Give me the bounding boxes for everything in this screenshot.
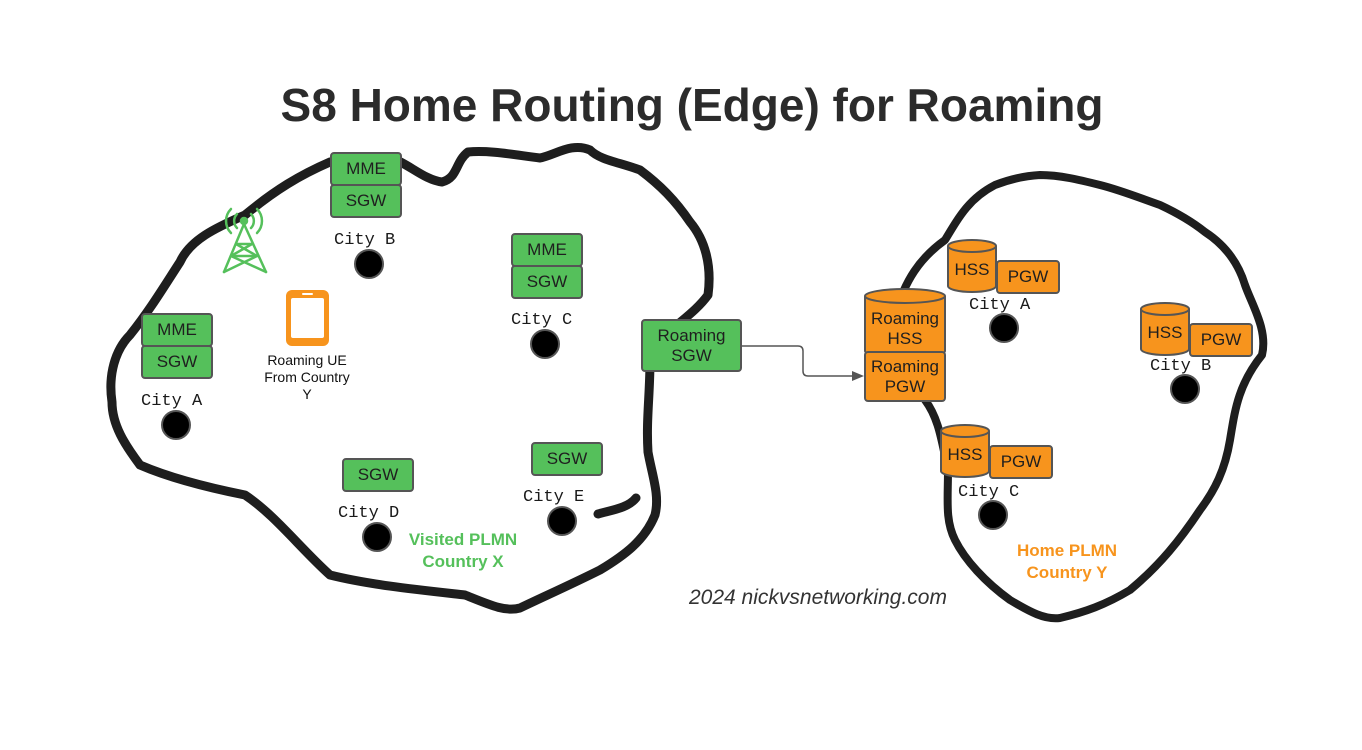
visited-city-b-marker	[354, 249, 384, 279]
roaming-hss-cylinder-icon	[864, 288, 946, 359]
sgw-city-d: SGW	[342, 458, 414, 492]
roaming-pgw-line2: PGW	[884, 376, 926, 396]
hss-city-a-cylinder-icon	[947, 239, 997, 293]
roaming-ue-line2: From Country	[264, 369, 350, 385]
hss-city-b-cylinder-icon	[1140, 302, 1190, 356]
pgw-city-c: PGW	[989, 445, 1053, 479]
visited-country-outline	[106, 142, 714, 614]
sgw-city-a: SGW	[141, 345, 213, 379]
roaming-sgw-line2: SGW	[671, 345, 712, 365]
visited-city-d-marker	[362, 522, 392, 552]
roaming-hss-line2: HSS	[887, 329, 923, 348]
smartphone-icon	[286, 290, 329, 346]
roaming-hss: Roaming HSS	[864, 304, 946, 354]
mme-city-b: MME	[330, 152, 402, 186]
visited-city-d-label: City D	[338, 504, 400, 523]
hss-city-c: HSS	[947, 445, 983, 464]
home-city-a-marker	[989, 313, 1019, 343]
roaming-ue-line3: Y	[302, 386, 312, 402]
page-title: S8 Home Routing (Edge) for Roaming	[280, 79, 1104, 131]
credit-text: 2024 nickvsnetworking.com	[689, 586, 947, 609]
visited-plmn-line2: Country X	[422, 552, 504, 571]
home-city-c-label: City C	[958, 483, 1020, 502]
visited-city-c-label: City C	[511, 311, 573, 330]
roaming-ue-line1: Roaming UE	[267, 352, 347, 368]
hss-city-c-cylinder-icon	[940, 424, 990, 478]
arrow-head	[852, 371, 864, 381]
sgw-city-e: SGW	[531, 442, 603, 476]
pgw-city-a: PGW	[996, 260, 1060, 294]
visited-country-coast-fragment	[593, 493, 641, 519]
mme-city-c: MME	[511, 233, 583, 267]
hss-city-b: HSS	[1147, 323, 1183, 342]
visited-city-a-label: City A	[141, 392, 203, 411]
roaming-pgw-line1: Roaming	[870, 356, 940, 376]
visited-city-b-label: City B	[334, 231, 396, 250]
roaming-ue-label: Roaming UE From Country Y	[252, 352, 362, 403]
visited-plmn-label: Visited PLMN Country X	[393, 529, 533, 573]
home-plmn-label: Home PLMN Country Y	[997, 540, 1137, 584]
visited-plmn-line1: Visited PLMN	[408, 530, 518, 549]
roaming-sgw-line1: Roaming	[657, 325, 726, 345]
roaming-hss-line1: Roaming	[870, 309, 940, 328]
mme-city-a: MME	[141, 313, 213, 347]
visited-city-e-marker	[547, 506, 577, 536]
cell-tower-icon	[222, 207, 268, 274]
home-city-b-label: City B	[1150, 357, 1212, 376]
pgw-city-b: PGW	[1189, 323, 1253, 357]
home-city-a-label: City A	[969, 296, 1031, 315]
visited-city-c-marker	[530, 329, 560, 359]
home-city-b-marker	[1170, 374, 1200, 404]
home-city-c-marker	[978, 500, 1008, 530]
home-plmn-line2: Country Y	[1026, 563, 1108, 582]
hss-city-a: HSS	[954, 260, 990, 279]
home-plmn-line1: Home PLMN	[1016, 541, 1118, 560]
visited-city-a-marker	[161, 410, 191, 440]
s8-connection-arrow	[742, 345, 855, 377]
roaming-pgw: Roaming PGW	[864, 351, 946, 402]
roaming-sgw: Roaming SGW	[641, 319, 742, 372]
sgw-city-b: SGW	[330, 184, 402, 218]
visited-city-e-label: City E	[523, 488, 585, 507]
sgw-city-c: SGW	[511, 265, 583, 299]
